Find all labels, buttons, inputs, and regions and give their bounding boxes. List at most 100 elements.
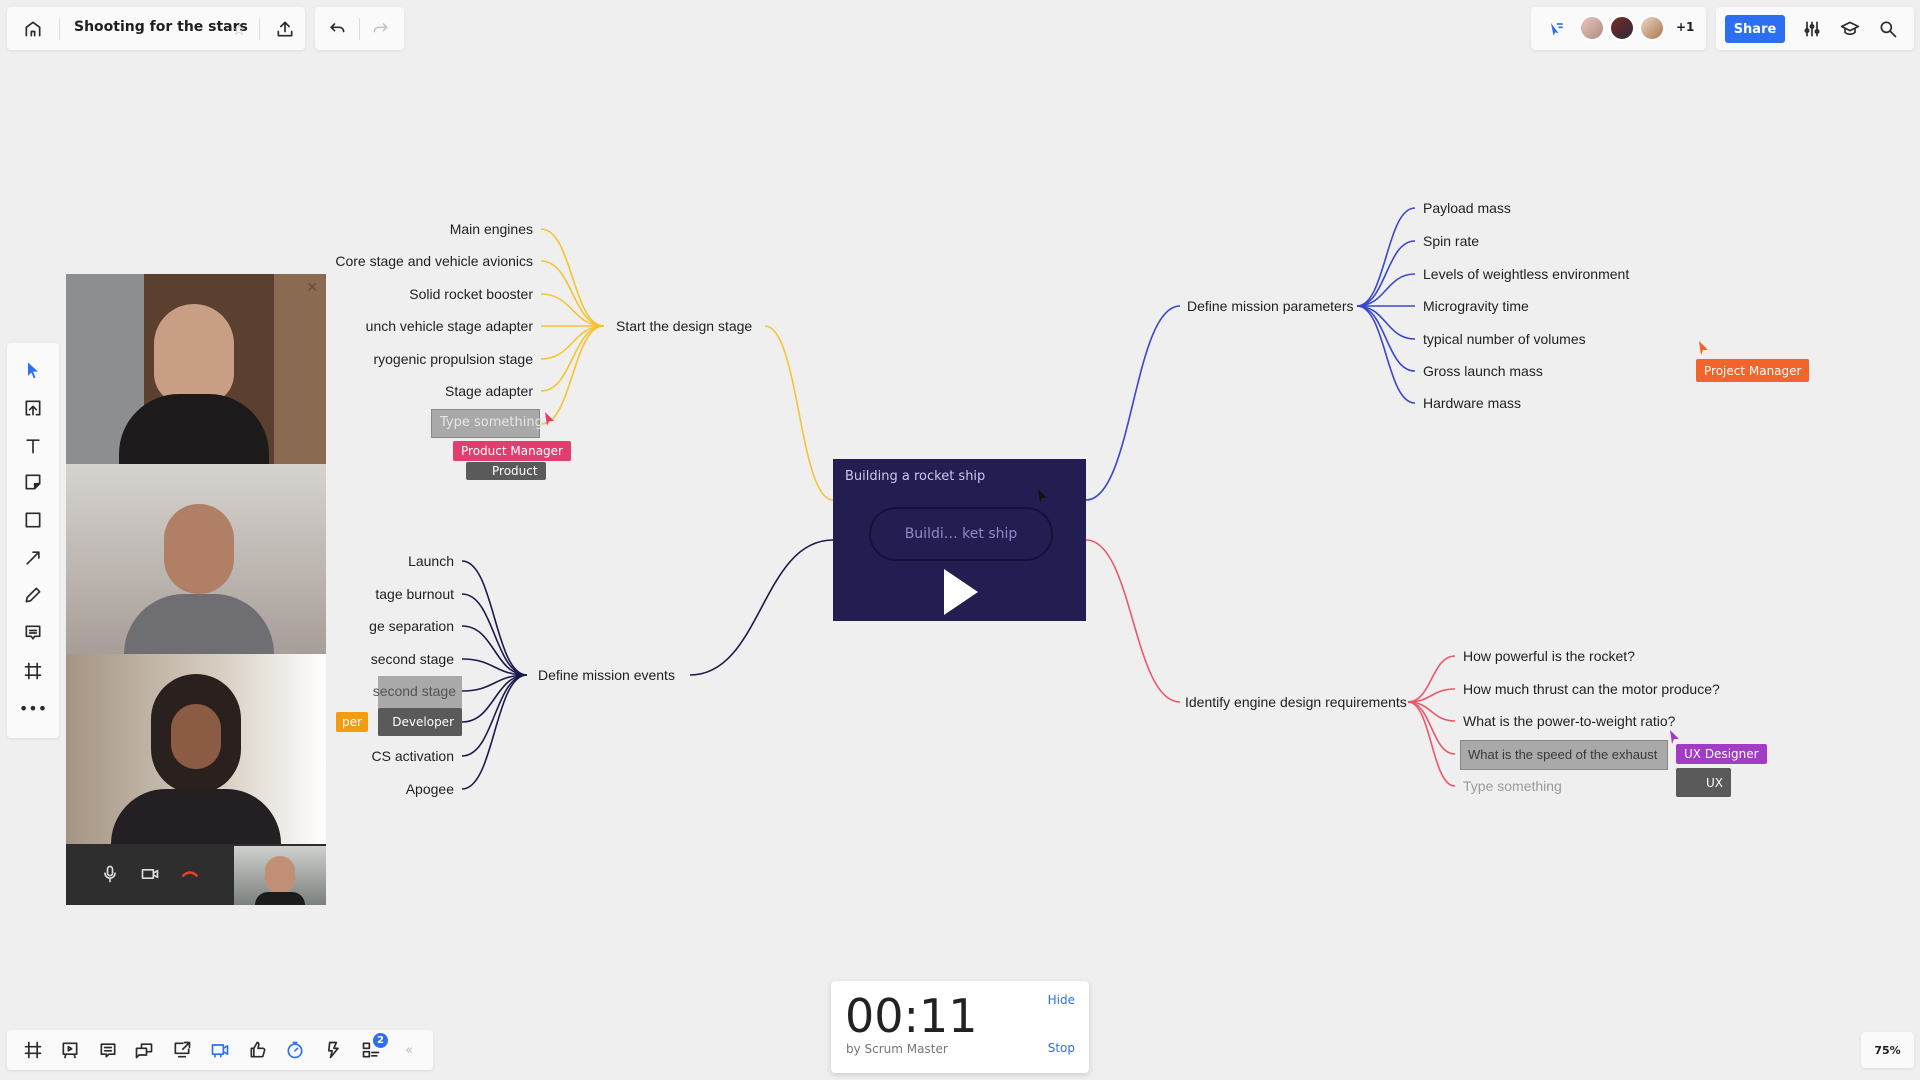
home-icon[interactable] (19, 15, 47, 43)
timer-icon[interactable] (281, 1036, 309, 1064)
connector-events-center (689, 539, 834, 676)
tools-toolbar: ••• (7, 343, 59, 738)
more-collaborators-count[interactable]: +1 (1676, 20, 1695, 34)
video-call-icon[interactable] (206, 1036, 234, 1064)
editing-node-input[interactable]: What is the speed of the exhaust (1460, 740, 1668, 770)
connector-events-item (461, 625, 528, 676)
lightning-icon[interactable] (319, 1036, 347, 1064)
connector-events-item (461, 658, 528, 676)
center-node-label: Buildi… ket ship (904, 526, 1018, 542)
chat-icon[interactable] (130, 1036, 158, 1064)
microphone-icon[interactable] (96, 860, 124, 888)
connector-design-item (540, 260, 605, 327)
mindmap-node[interactable]: Gross launch mass (1423, 363, 1543, 379)
connector-parameters-item (1356, 305, 1416, 340)
connector-engine-item (1407, 701, 1456, 787)
mindmap-node[interactable]: Launch (408, 553, 454, 569)
mindmap-node[interactable]: How powerful is the rocket? (1463, 648, 1635, 664)
mindmap-node[interactable]: ge separation (369, 618, 454, 634)
mindmap-node[interactable]: CS activation (371, 748, 454, 764)
mindmap-hub-design[interactable]: Start the design stage (616, 318, 753, 334)
settings-sliders-icon[interactable] (1798, 15, 1826, 43)
collapse-chevrons-icon[interactable]: « (405, 1042, 413, 1058)
mindmap-node[interactable]: Stage adapter (445, 383, 533, 399)
presentation-icon[interactable] (56, 1036, 84, 1064)
screen-share-icon[interactable] (168, 1036, 196, 1064)
mindmap-hub-parameters[interactable]: Define mission parameters (1187, 298, 1354, 314)
mindmap-node[interactable]: What is the power-to-weight ratio? (1463, 713, 1676, 729)
self-view-video[interactable] (234, 846, 326, 905)
avatar[interactable] (1609, 15, 1635, 41)
comments-icon[interactable] (94, 1036, 122, 1064)
mindmap-node[interactable]: Payload mass (1423, 200, 1511, 216)
comment-icon[interactable] (19, 619, 47, 647)
mindmap-node[interactable]: Levels of weightless environment (1423, 266, 1630, 282)
mindmap-node[interactable]: second stage (370, 651, 454, 667)
frames-icon[interactable] (19, 1036, 47, 1064)
connector-parameters-item (1356, 305, 1416, 404)
mindmap-node[interactable]: Main engines (449, 221, 533, 237)
mindmap-node[interactable]: Microgravity time (1423, 298, 1529, 314)
star-icon[interactable]: ☆ (231, 19, 247, 39)
timer-hide-button[interactable]: Hide (1047, 993, 1075, 1007)
timer-stop-button[interactable]: Stop (1047, 1041, 1075, 1055)
select-cursor-icon[interactable] (19, 356, 47, 384)
developer-editing-text: second stage (372, 683, 456, 699)
collaborators: +1 (1531, 7, 1706, 50)
mindmap-node[interactable]: Apogee (405, 781, 454, 797)
connector-events-item (461, 674, 528, 723)
frame-icon[interactable] (19, 657, 47, 685)
avatar[interactable] (1639, 15, 1665, 41)
participant-video[interactable] (66, 654, 326, 844)
sticky-note-icon[interactable] (19, 468, 47, 496)
connector-engine-center (1085, 539, 1181, 703)
pen-icon[interactable] (19, 581, 47, 609)
connector-design-item (540, 293, 605, 327)
shape-icon[interactable] (19, 506, 47, 534)
learning-center-icon[interactable] (1836, 15, 1864, 43)
new-node-input[interactable]: Type something (431, 409, 543, 438)
apps-list-icon[interactable] (357, 1036, 385, 1064)
zoom-level[interactable]: 75% (1861, 1032, 1914, 1068)
voting-thumbs-up-icon[interactable] (244, 1036, 272, 1064)
board-title[interactable]: Shooting for the stars (74, 19, 248, 35)
redo-icon[interactable] (367, 15, 395, 43)
play-icon[interactable] (944, 569, 978, 615)
mindmap-node[interactable]: Core stage and vehicle avionics (335, 253, 533, 269)
notification-badge: 2 (373, 1033, 388, 1048)
mindmap-node[interactable]: typical number of volumes (1423, 331, 1586, 347)
upload-icon[interactable] (19, 394, 47, 422)
mindmap-node[interactable]: Type something (1463, 778, 1562, 794)
more-tools-icon[interactable]: ••• (18, 698, 48, 718)
follow-cursor-icon[interactable] (1542, 15, 1570, 43)
mindmap-node[interactable]: ryogenic propulsion stage (373, 351, 533, 367)
close-icon[interactable]: ✕ (306, 280, 318, 296)
export-icon[interactable] (271, 15, 299, 43)
mindmap-hub-events[interactable]: Define mission events (538, 667, 675, 683)
share-button[interactable]: Share (1725, 15, 1785, 43)
participant-video[interactable]: ✕ (66, 274, 326, 464)
mindmap-node[interactable]: Spin rate (1423, 233, 1480, 249)
text-tool-icon[interactable] (19, 432, 47, 460)
connector-events-item (461, 674, 528, 757)
mindmap-node[interactable]: tage burnout (375, 586, 454, 602)
center-node[interactable]: Buildi… ket ship (869, 507, 1053, 561)
bottom-toolbar: 2 « (7, 1030, 433, 1070)
mindmap-node[interactable]: Hardware mass (1423, 395, 1522, 411)
mindmap-node[interactable]: How much thrust can the motor produce? (1463, 681, 1720, 697)
connector-design-center (764, 325, 834, 501)
video-player[interactable]: Building a rocket ship Buildi… ket ship (833, 459, 1086, 621)
line-arrow-icon[interactable] (19, 544, 47, 572)
mindmap-hub-engine[interactable]: Identify engine design requirements (1185, 694, 1407, 710)
participant-video[interactable] (66, 464, 326, 654)
video-call-panel[interactable]: ✕ (66, 274, 326, 905)
undo-icon[interactable] (323, 15, 351, 43)
avatar[interactable] (1579, 15, 1605, 41)
mindmap-node[interactable]: Solid rocket booster (409, 286, 533, 302)
developer-cursor-tag: per (336, 712, 368, 732)
mindmap-node[interactable]: unch vehicle stage adapter (365, 318, 533, 334)
camera-icon[interactable] (136, 860, 164, 888)
hang-up-icon[interactable] (176, 860, 204, 888)
search-icon[interactable] (1874, 15, 1902, 43)
